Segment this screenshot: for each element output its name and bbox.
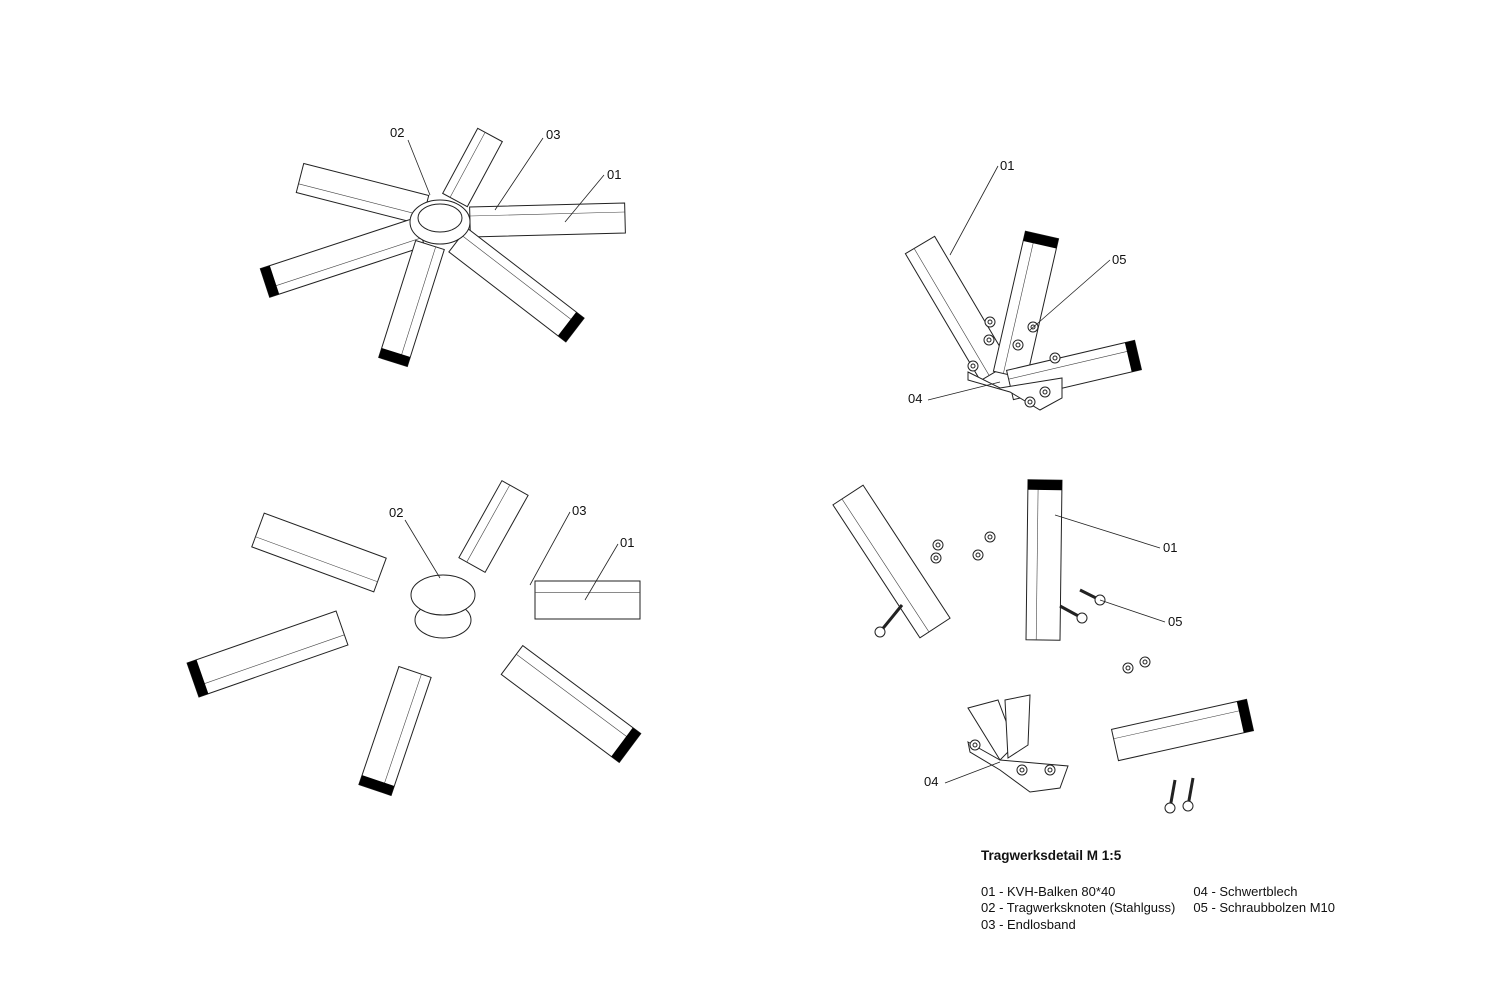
beam [186,610,349,698]
leader-line [584,543,619,601]
sword-plate-fin-b [1004,694,1031,759]
part-label: 01 [1163,540,1177,555]
leader-line [494,137,544,211]
beam-cut-end [187,659,209,697]
leader-line [529,511,571,586]
bolt-head [874,626,886,638]
beam [295,162,430,226]
bolt-shaft [878,604,904,633]
connector-parts [409,199,1069,793]
beam-cut-end [611,727,641,763]
part-label: 05 [1168,614,1182,629]
leader-line [1029,259,1111,331]
beam-cut-end [1023,231,1059,249]
legend-item: 05 - Schraubbolzen M10 [1193,900,1336,915]
part-label: 01 [620,535,634,550]
legend-column-1: 01 - KVH-Balken 80*40 02 - Tragwerksknot… [981,884,1175,934]
legend-item: 04 - Schwertblech [1193,883,1298,899]
leader-line [1054,514,1161,549]
beam-cut-end [358,775,395,796]
part-label: 04 [908,391,922,406]
beam [441,127,504,208]
beam [500,644,642,764]
leader-lines [404,137,1166,784]
beam [904,235,1011,382]
legend-title: Tragwerksdetail M 1:5 [981,848,1122,863]
leader-line [564,174,605,223]
beam-cut-end [1027,479,1062,491]
beam-cut-end [557,312,585,342]
leader-line [1099,599,1166,623]
beam-cut-end [378,347,411,367]
sword-plate-assembled [967,371,1063,411]
legend-item: 01 - KVH-Balken 80*40 [981,883,1116,899]
legend: Tragwerksdetail M 1:5 01 - KVH-Balken 80… [981,848,1335,933]
part-label: 04 [924,774,938,789]
part-label: 02 [390,125,404,140]
beam [259,217,426,298]
beam [534,580,641,620]
bolt-head [1164,802,1176,814]
beam [992,230,1060,380]
legend-column-2: 04 - Schwertblech 05 - Schraubbolzen M10 [1193,884,1335,934]
beam [469,202,626,238]
leader-line [407,139,431,196]
part-label: 01 [1000,158,1014,173]
beam [251,512,387,593]
beam [1025,479,1063,641]
bolt-head [1182,800,1194,812]
beam [458,480,529,573]
bolts [874,316,1195,814]
node-hub-assembled-inner [417,203,463,233]
beam [832,484,951,639]
part-label: 03 [572,503,586,518]
legend-item: 03 - Endlosband [981,916,1076,932]
beam-cut-end [1124,340,1142,372]
beam [1110,698,1255,762]
node-hub-exploded-top [410,574,476,616]
bolt-head [1076,612,1088,624]
beam [358,665,432,797]
beam [378,239,445,368]
beam [448,227,585,343]
beams [186,127,1255,797]
part-label: 03 [546,127,560,142]
leader-line [944,761,1001,784]
leader-line [927,381,1001,401]
part-label: 02 [389,505,403,520]
beam-cut-end [1236,699,1254,733]
part-label: 05 [1112,252,1126,267]
beam-cut-end [260,265,280,298]
legend-item: 02 - Tragwerksknoten (Stahlguss) [981,900,1176,915]
part-label: 01 [607,167,621,182]
leader-line [404,519,441,579]
leader-line [949,165,999,256]
